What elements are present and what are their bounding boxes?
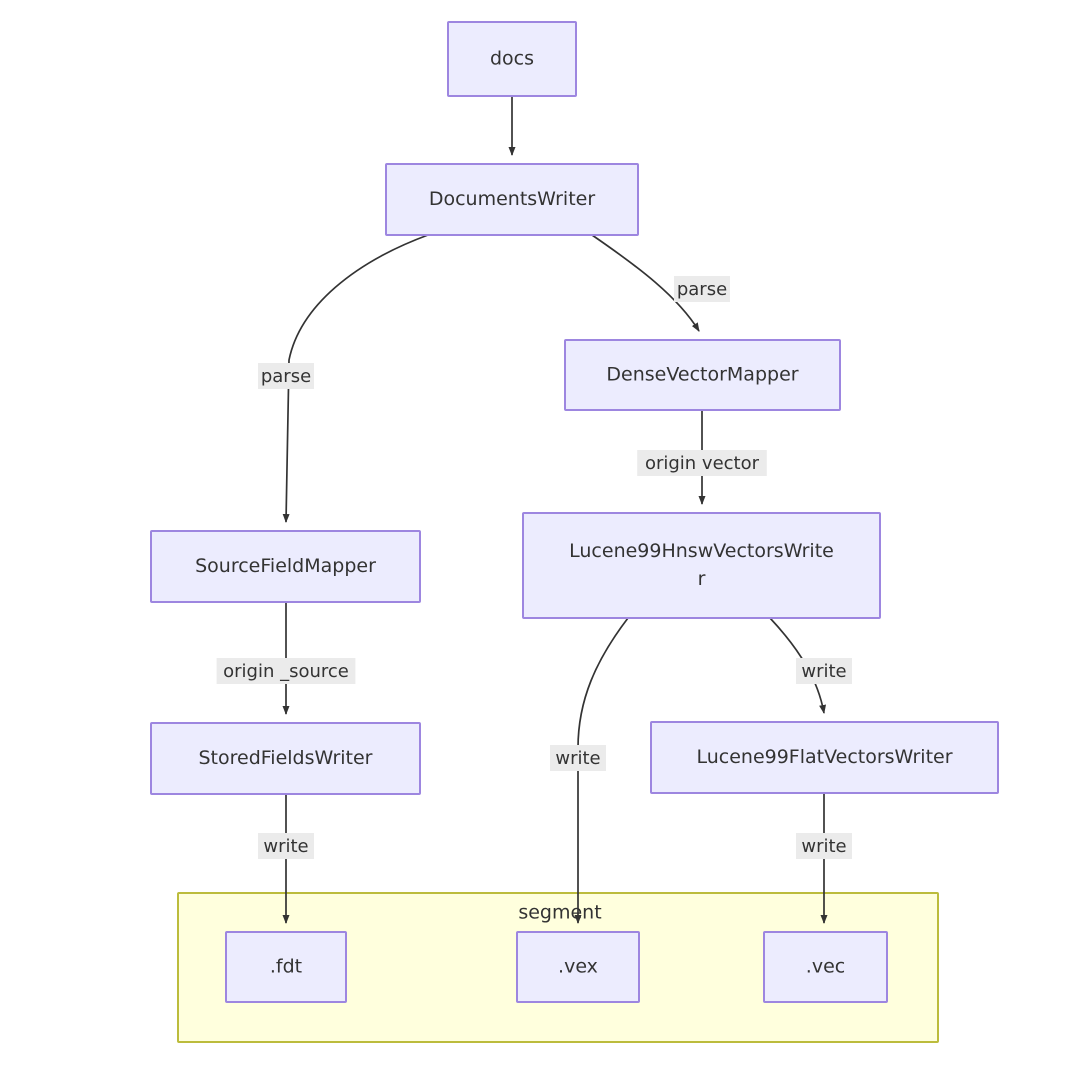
node-vex[interactable]: .vex [516, 931, 640, 1003]
node-label: Lucene99FlatVectorsWriter [696, 746, 952, 768]
node-box[interactable] [150, 530, 421, 603]
e-dw-dvm-label: parse [674, 276, 730, 302]
node-sfw[interactable]: StoredFieldsWriter [150, 722, 421, 795]
edge-label-text: write [801, 836, 846, 857]
node-layer: docsDocumentsWriterDenseVectorMapperSour… [150, 21, 999, 1003]
edge-label-background [796, 658, 852, 684]
node-box[interactable] [564, 339, 841, 411]
e-hnsw-flat-label: write [796, 658, 852, 684]
edge-label-background [796, 833, 852, 859]
edge-label-background [216, 658, 356, 684]
e-dw-sfm-label: parse [258, 363, 314, 389]
node-box[interactable] [650, 721, 999, 794]
edge-label-background [674, 276, 730, 302]
node-box[interactable] [385, 163, 639, 236]
edge-label-background [637, 450, 767, 476]
edge-label-text: parse [677, 279, 727, 300]
node-label: .fdt [270, 956, 302, 978]
node-box[interactable] [225, 931, 347, 1003]
node-label: .vex [558, 956, 598, 978]
e-dw-sfm [282, 234, 429, 523]
node-flat[interactable]: Lucene99FlatVectorsWriter [650, 721, 999, 794]
edge-label-text: origin _source [223, 661, 349, 682]
e-dvm-hnsw-label: origin vector [637, 450, 767, 476]
edge-label-background [550, 745, 606, 771]
e-sfm-sfw-label: origin _source [216, 658, 356, 684]
node-dw[interactable]: DocumentsWriter [385, 163, 639, 236]
node-label: Lucene99HnswVectorsWrite [569, 540, 834, 562]
cluster-label: segment [518, 902, 601, 924]
node-sfm[interactable]: SourceFieldMapper [150, 530, 421, 603]
e-sfw-fdt-label: write [258, 833, 314, 859]
node-hnsw[interactable]: Lucene99HnswVectorsWrite r [522, 512, 881, 619]
edge-label-text: write [263, 836, 308, 857]
node-fdt[interactable]: .fdt [225, 931, 347, 1003]
edge-label-text: write [555, 748, 600, 769]
e-dw-dvm [591, 234, 700, 332]
node-box[interactable] [522, 512, 881, 619]
e-flat-vec-label: write [796, 833, 852, 859]
e-hnsw-vex [574, 617, 629, 924]
node-box[interactable] [516, 931, 640, 1003]
node-label: r [698, 568, 706, 590]
node-label: .vec [806, 956, 845, 978]
node-box[interactable] [447, 21, 577, 97]
edge-label-background [258, 363, 314, 389]
node-dvm[interactable]: DenseVectorMapper [564, 339, 841, 411]
node-label: StoredFieldsWriter [198, 747, 372, 769]
edge-label-text: origin vector [645, 453, 760, 474]
node-label: DocumentsWriter [429, 188, 595, 210]
e-hnsw-vex-label: write [550, 745, 606, 771]
node-label: DenseVectorMapper [606, 364, 798, 386]
node-box[interactable] [763, 931, 888, 1003]
edge-label-text: write [801, 661, 846, 682]
node-vec[interactable]: .vec [763, 931, 888, 1003]
node-box[interactable] [150, 722, 421, 795]
node-label: docs [490, 48, 534, 70]
edge-label-text: parse [261, 366, 311, 387]
edge-label-background [258, 833, 314, 859]
node-label: SourceFieldMapper [195, 555, 376, 577]
node-docs[interactable]: docs [447, 21, 577, 97]
